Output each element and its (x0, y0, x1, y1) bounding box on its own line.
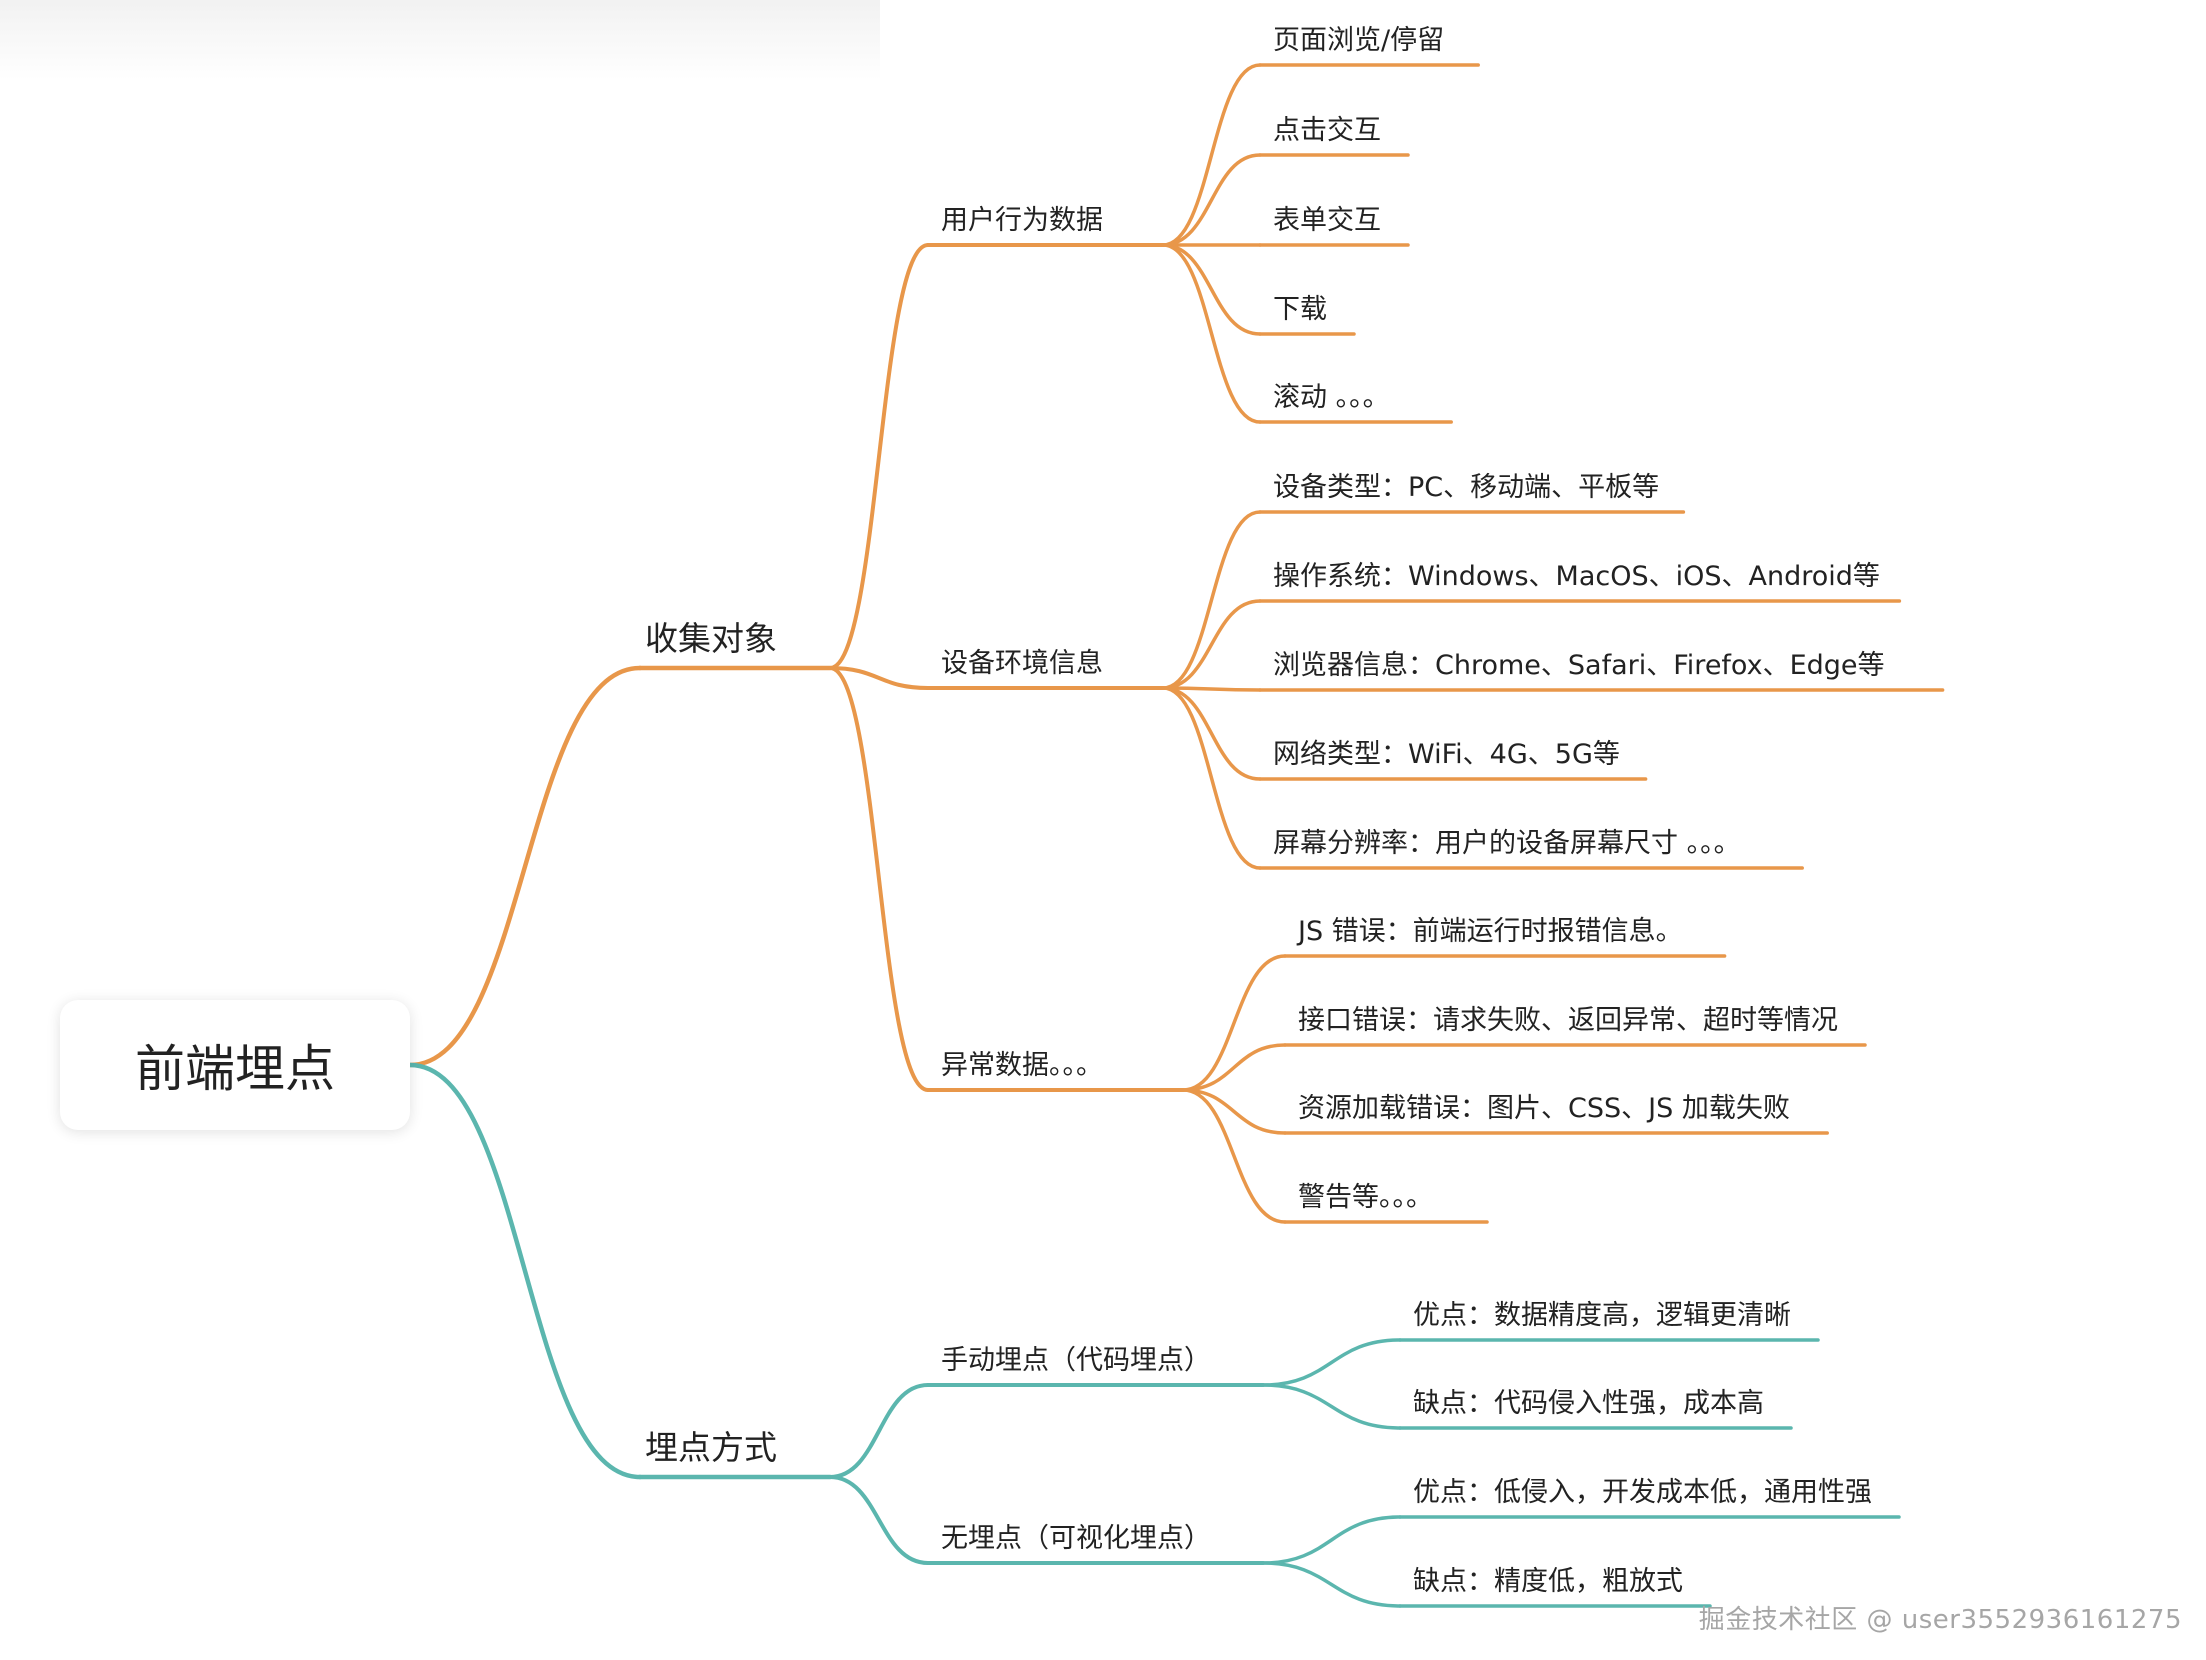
leaf-curve (1181, 1043, 1287, 1092)
leaf-label[interactable]: 缺点：精度低，粗放式 (1413, 1566, 1683, 1597)
watermark: 掘金技术社区 @ user3552936161275 (1698, 1605, 2182, 1635)
leaf-label[interactable]: 页面浏览/停留 (1273, 25, 1444, 56)
leaf-curve (1261, 1338, 1402, 1387)
leaf-label[interactable]: 警告等。。。 (1298, 1182, 1433, 1213)
leaf-curve (1161, 686, 1262, 870)
subbranch-curve (828, 243, 930, 670)
top-shadow (0, 0, 880, 80)
leaf-curve (1161, 510, 1262, 690)
leaf-label[interactable]: 网络类型：WiFi、4G、5G等 (1273, 739, 1620, 770)
leaf-curve (1181, 1088, 1287, 1135)
leaf-curve (1161, 63, 1262, 247)
leaf-curve (1161, 153, 1262, 247)
leaf-curve (1181, 1088, 1287, 1224)
root-branch-curve (407, 1062, 643, 1480)
leaf-curve (1161, 243, 1262, 336)
leaf-label[interactable]: 屏幕分辨率：用户的设备屏幕尺寸 。。。 (1273, 828, 1741, 859)
leaf-label[interactable]: 下载 (1273, 294, 1327, 325)
leaf-curve (1161, 243, 1262, 424)
leaf-label[interactable]: 操作系统：Windows、MacOS、iOS、Android等 (1273, 561, 1880, 592)
leaf-label[interactable]: JS 错误：前端运行时报错信息。 (1296, 916, 1683, 947)
leaf-label[interactable]: 优点：低侵入，开发成本低，通用性强 (1413, 1477, 1872, 1508)
leaf-label[interactable]: 资源加载错误：图片、CSS、JS 加载失败 (1298, 1093, 1790, 1124)
subbranch-label[interactable]: 设备环境信息 (941, 648, 1103, 679)
subbranch-label[interactable]: 手动埋点（代码埋点） (941, 1345, 1211, 1376)
branch-label[interactable]: 埋点方式 (645, 1428, 777, 1467)
leaf-label[interactable]: 接口错误：请求失败、返回异常、超时等情况 (1298, 1005, 1838, 1036)
root-branch-curve (407, 665, 643, 1068)
subbranch-label[interactable]: 用户行为数据 (941, 205, 1103, 236)
leaf-curve (1261, 1383, 1402, 1430)
leaf-curve (1161, 686, 1262, 692)
leaf-curve (1261, 1515, 1402, 1565)
leaf-curve (1181, 954, 1287, 1092)
leaf-label[interactable]: 设备类型：PC、移动端、平板等 (1273, 472, 1659, 503)
root-node[interactable]: 前端埋点 (60, 1000, 410, 1130)
leaf-curve (1161, 599, 1262, 690)
subbranch-label[interactable]: 无埋点（可视化埋点） (941, 1523, 1211, 1554)
subbranch-curve (828, 666, 930, 1092)
branch-label[interactable]: 收集对象 (645, 619, 777, 658)
leaf-label[interactable]: 表单交互 (1273, 205, 1381, 236)
leaf-label[interactable]: 滚动 。。。 (1273, 382, 1390, 413)
leaf-curve (1161, 686, 1262, 781)
leaf-curve (1261, 1561, 1402, 1608)
leaf-label[interactable]: 点击交互 (1273, 115, 1381, 146)
subbranch-curve (828, 1475, 930, 1565)
leaf-label[interactable]: 浏览器信息：Chrome、Safari、Firefox、Edge等 (1273, 650, 1885, 681)
subbranch-label[interactable]: 异常数据。。。 (941, 1050, 1103, 1081)
subbranch-curve (828, 666, 930, 690)
root-label: 前端埋点 (135, 1040, 335, 1098)
leaf-label[interactable]: 优点：数据精度高，逻辑更清晰 (1413, 1300, 1791, 1331)
subbranch-curve (828, 1383, 930, 1479)
leaf-label[interactable]: 缺点：代码侵入性强，成本高 (1413, 1388, 1764, 1419)
